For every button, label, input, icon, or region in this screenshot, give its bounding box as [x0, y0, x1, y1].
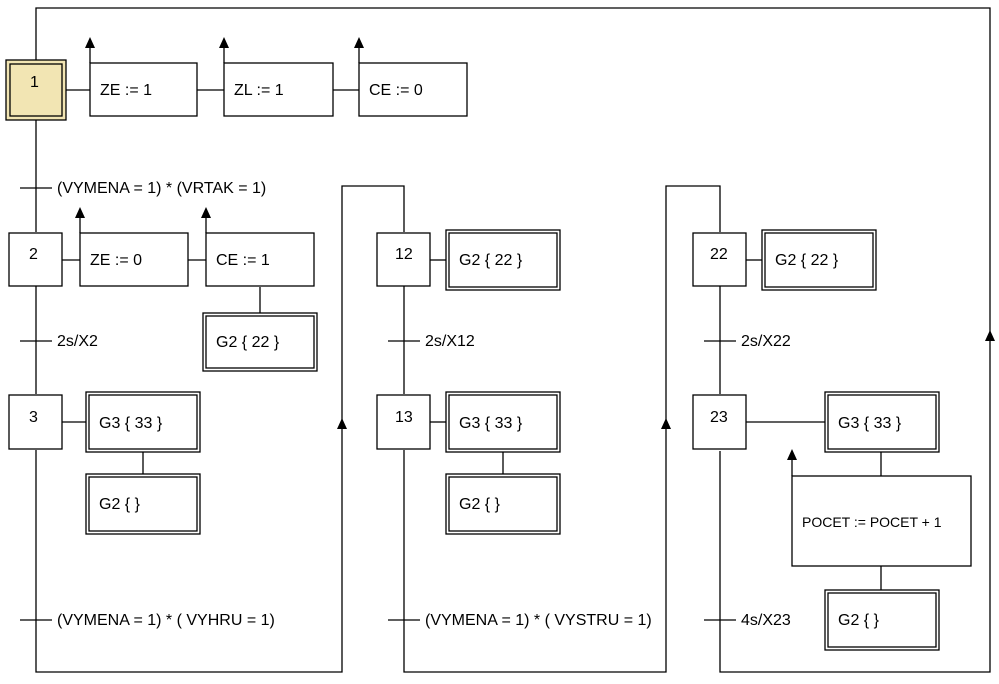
arrow-up-icon — [787, 449, 797, 460]
action-label: G2 { 22 } — [775, 252, 839, 269]
step-2[interactable]: 2 — [8, 232, 63, 287]
macro-action-g2-empty[interactable]: G2 { } — [445, 473, 561, 535]
step-label: 22 — [710, 246, 728, 263]
step-13[interactable]: 13 — [376, 394, 431, 450]
action-ce-set-1[interactable]: CE := 1 — [205, 232, 315, 287]
macro-action-g3-33[interactable]: G3 { 33 } — [445, 391, 561, 453]
transition-condition-13: (VYMENA = 1) * ( VYSTRU = 1) — [425, 612, 652, 629]
action-label: ZE := 1 — [100, 82, 152, 99]
step-1[interactable]: 1 — [5, 59, 67, 121]
arrow-up-icon — [75, 207, 85, 218]
transition-condition-1: (VYMENA = 1) * (VRTAK = 1) — [57, 180, 266, 197]
arrow-up-icon — [354, 37, 364, 48]
step-label: 23 — [710, 409, 728, 426]
action-label: CE := 0 — [369, 82, 423, 99]
macro-action-g2-22[interactable]: G2 { 22 } — [445, 229, 561, 291]
action-label: CE := 1 — [216, 252, 270, 269]
action-label: ZL := 1 — [234, 82, 284, 99]
transition-condition-23: 4s/X23 — [741, 612, 791, 629]
macro-action-g3-33[interactable]: G3 { 33 } — [824, 391, 940, 453]
action-ze-set-0[interactable]: ZE := 0 — [79, 232, 189, 287]
macro-action-g2-empty[interactable]: G2 { } — [85, 473, 201, 535]
action-label: G3 { 33 } — [99, 415, 163, 432]
action-label: G2 { 22 } — [216, 334, 280, 351]
step-label: 1 — [30, 74, 39, 91]
action-label: G2 { } — [99, 496, 141, 513]
macro-action-g3-33[interactable]: G3 { 33 } — [85, 391, 201, 453]
arrow-up-icon — [219, 37, 229, 48]
macro-action-g2-22[interactable]: G2 { 22 } — [761, 229, 877, 291]
arrow-up-icon — [337, 418, 347, 429]
step-label: 13 — [395, 409, 413, 426]
step-22[interactable]: 22 — [692, 232, 747, 287]
action-label: G2 { } — [459, 496, 501, 513]
transition-condition-3: (VYMENA = 1) * ( VYHRU = 1) — [57, 612, 275, 629]
action-label: G2 { } — [838, 612, 880, 629]
action-pocet-increment[interactable]: POCET := POCET + 1 — [791, 475, 972, 567]
action-label: POCET := POCET + 1 — [802, 514, 942, 530]
action-label: G3 { 33 } — [459, 415, 523, 432]
step-label: 12 — [395, 246, 413, 263]
step-3[interactable]: 3 — [8, 394, 63, 450]
transition-condition-12: 2s/X12 — [425, 333, 475, 350]
arrow-up-icon — [985, 330, 995, 341]
arrow-up-icon — [661, 418, 671, 429]
step-label: 3 — [29, 409, 38, 426]
transition-condition-22: 2s/X22 — [741, 333, 791, 350]
action-label: G3 { 33 } — [838, 415, 902, 432]
arrow-up-icon — [85, 37, 95, 48]
macro-action-g2-empty[interactable]: G2 { } — [824, 589, 940, 651]
step-label: 2 — [29, 246, 38, 263]
action-ze-set-1[interactable]: ZE := 1 — [89, 62, 198, 117]
action-label: ZE := 0 — [90, 252, 142, 269]
arrow-up-icon — [201, 207, 211, 218]
transition-condition-2: 2s/X2 — [57, 333, 98, 350]
action-zl-set-1[interactable]: ZL := 1 — [223, 62, 334, 117]
step-12[interactable]: 12 — [376, 232, 431, 287]
action-ce-set-0[interactable]: CE := 0 — [358, 62, 468, 117]
step-23[interactable]: 23 — [692, 394, 747, 450]
action-label: G2 { 22 } — [459, 252, 523, 269]
macro-action-g2-22[interactable]: G2 { 22 } — [202, 312, 318, 372]
arrowheads — [75, 37, 995, 460]
